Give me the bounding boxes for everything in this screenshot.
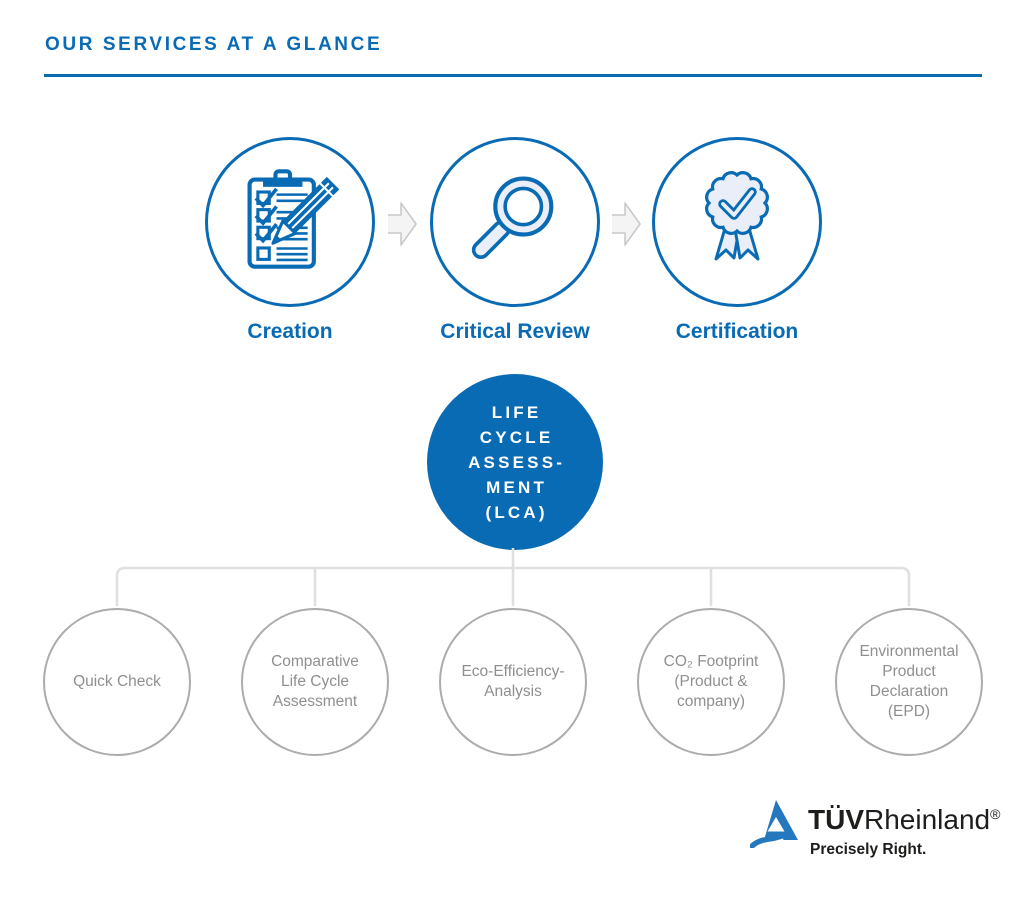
service-circle-eco-efficiency: Eco-Efficiency- Analysis (439, 608, 587, 756)
service-circle-comparative-lca: Comparative Life Cycle Assessment (241, 608, 389, 756)
service-label: Analysis (484, 683, 542, 700)
clipboard-checklist-pencil-icon (233, 163, 347, 282)
service-label: Product (882, 663, 936, 680)
service-label: Comparative (271, 653, 359, 670)
service-label: company) (676, 693, 746, 710)
magnifier-icon (458, 163, 572, 282)
chevron-arrow-right-icon (604, 200, 642, 253)
brand-tagline: Precisely Right. (810, 841, 927, 858)
service-label: (Product & (674, 673, 748, 690)
service-label: Environmental (859, 643, 959, 660)
connector-tree (115, 548, 911, 606)
lca-line: ASSESS- (468, 452, 566, 472)
page-title: OUR SERVICES AT A GLANCE (45, 34, 383, 55)
brand-tuv: TÜV (808, 804, 864, 835)
service-circle-co2-footprint: CO₂ Footprint (Product & company) (637, 608, 785, 756)
step-label-creation: Creation (247, 320, 333, 343)
service-circle-quick-check: Quick Check (43, 608, 191, 756)
lca-line: MENT (486, 477, 548, 497)
service-label: Declaration (869, 683, 949, 700)
lca-center-node: LIFE CYCLE ASSESS- MENT (LCA) (427, 374, 603, 550)
brand-wordmark: TÜVRheinland® (808, 804, 1000, 836)
service-label: Assessment (272, 693, 358, 710)
lca-line: LIFE (491, 402, 542, 422)
service-label: CO₂ Footprint (663, 653, 759, 670)
step-circle-critical-review (430, 137, 600, 307)
registered-mark: ® (990, 806, 1001, 822)
step-circle-certification (652, 137, 822, 307)
brand-rheinland: Rheinland (864, 804, 991, 835)
service-label: Eco-Efficiency- (461, 663, 565, 680)
service-label: Quick Check (73, 673, 161, 690)
service-label: (EPD) (887, 703, 931, 720)
step-circle-creation (205, 137, 375, 307)
service-label: Life Cycle (280, 673, 350, 690)
lca-line: CYCLE (479, 427, 554, 447)
chevron-arrow-right-icon (380, 200, 418, 253)
service-circle-epd: Environmental Product Declaration (EPD) (835, 608, 983, 756)
step-label-certification: Certification (675, 320, 799, 343)
rosette-check-icon (682, 165, 792, 280)
title-underline (44, 74, 982, 77)
step-label-critical-review: Critical Review (440, 320, 590, 343)
lca-line: (LCA) (485, 502, 548, 522)
tuv-triangle-logo-icon (748, 796, 802, 854)
